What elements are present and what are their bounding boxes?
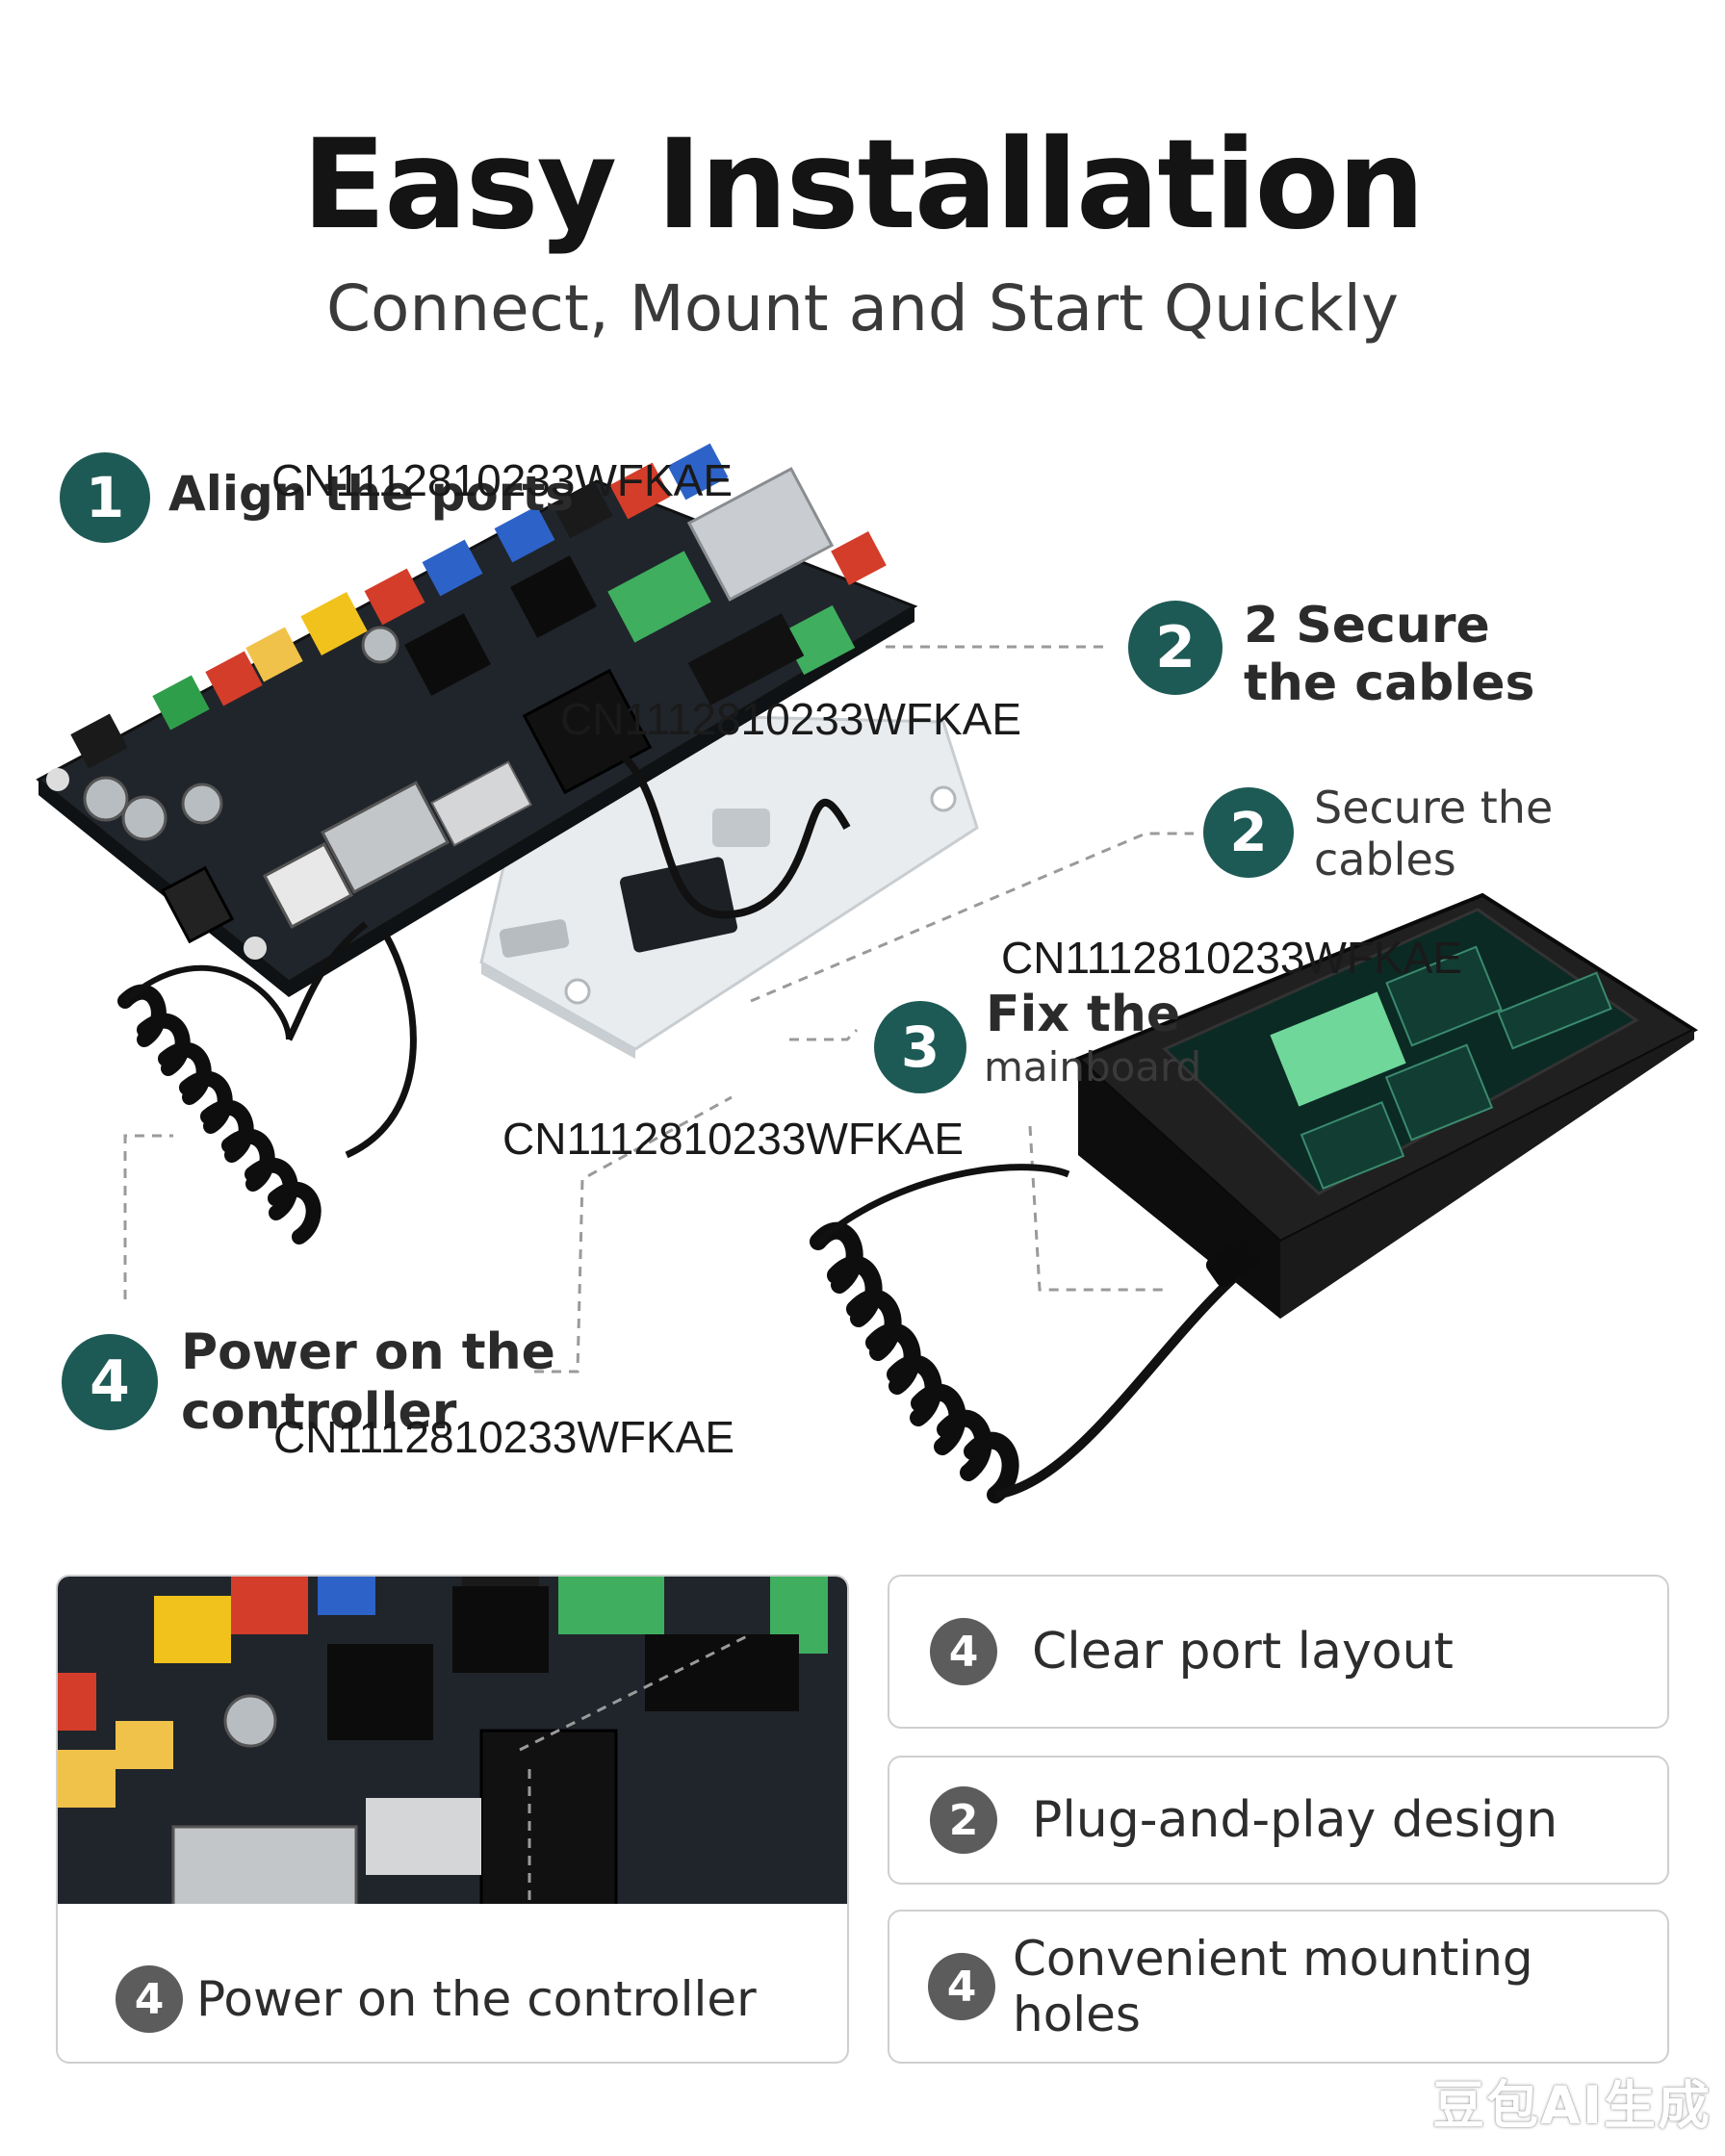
step-4-badge: 4 bbox=[62, 1334, 158, 1430]
code-watermark-2: CN1112810233WFKAE bbox=[560, 694, 1022, 744]
step-3-badge: 3 bbox=[874, 1001, 966, 1093]
code-watermark-4: CN1112810233WFKAE bbox=[502, 1114, 965, 1164]
detail-caption-text: Power on the controller bbox=[196, 1971, 757, 2027]
code-watermark-1: CN1112810233WFKAE bbox=[271, 455, 734, 505]
feature-2-text: Plug-and-play design bbox=[1032, 1791, 1558, 1849]
controller-unit bbox=[1074, 892, 1699, 1319]
step-2b-badge: 2 bbox=[1203, 787, 1294, 878]
feature-1-text: Clear port layout bbox=[1032, 1623, 1454, 1681]
detail-caption: 4 Power on the controller bbox=[116, 1965, 757, 2033]
leader-line-controller bbox=[1028, 1125, 1165, 1292]
mainboard bbox=[36, 443, 918, 997]
step-4-label: Power on the controller bbox=[181, 1323, 555, 1441]
installation-illustration bbox=[36, 443, 1699, 1503]
step-3-label-line2: mainboard bbox=[984, 1043, 1202, 1091]
step-1-badge: 1 bbox=[60, 452, 150, 543]
feature-2-badge: 2 bbox=[930, 1786, 997, 1854]
feature-3-text: Convenient mounting holes bbox=[1013, 1931, 1533, 2042]
feature-card-2: 2 Plug-and-play design bbox=[888, 1756, 1669, 1885]
detail-panel: 4 Power on the controller bbox=[56, 1575, 849, 2064]
code-watermark-5: CN1112810233WFKAE bbox=[273, 1412, 735, 1462]
page-subtitle: Connect, Mount and Start Quickly bbox=[325, 271, 1400, 346]
coiled-cable-left bbox=[117, 984, 322, 1245]
coiled-cable-right bbox=[810, 1221, 1019, 1503]
board-detail-image bbox=[58, 1577, 847, 1915]
step-1-label: Align the ports bbox=[168, 466, 575, 522]
step-2b-label: Secure the cables bbox=[1314, 782, 1554, 886]
step-3-label-line1: Fix the bbox=[986, 986, 1181, 1043]
feature-card-3: 4 Convenient mounting holes bbox=[888, 1910, 1669, 2064]
detail-badge: 4 bbox=[116, 1965, 183, 2033]
ai-generated-watermark: 豆包AI生成 bbox=[1432, 2075, 1712, 2136]
leader-line-step3 bbox=[789, 1028, 859, 1041]
leader-line-step4 bbox=[123, 1134, 173, 1299]
page-title: Easy Installation bbox=[301, 114, 1426, 257]
leader-line-step2b bbox=[750, 832, 1194, 1003]
step-2a-badge: 2 bbox=[1128, 601, 1223, 695]
leader-line-step4b bbox=[534, 1095, 733, 1373]
feature-3-badge: 4 bbox=[928, 1953, 995, 2020]
step-2a-label: 2 Secure the cables bbox=[1244, 597, 1535, 712]
code-watermark-3: CN1112810233WFKAE bbox=[1001, 933, 1463, 983]
feature-1-badge: 4 bbox=[930, 1618, 997, 1685]
feature-card-1: 4 Clear port layout bbox=[888, 1575, 1669, 1729]
